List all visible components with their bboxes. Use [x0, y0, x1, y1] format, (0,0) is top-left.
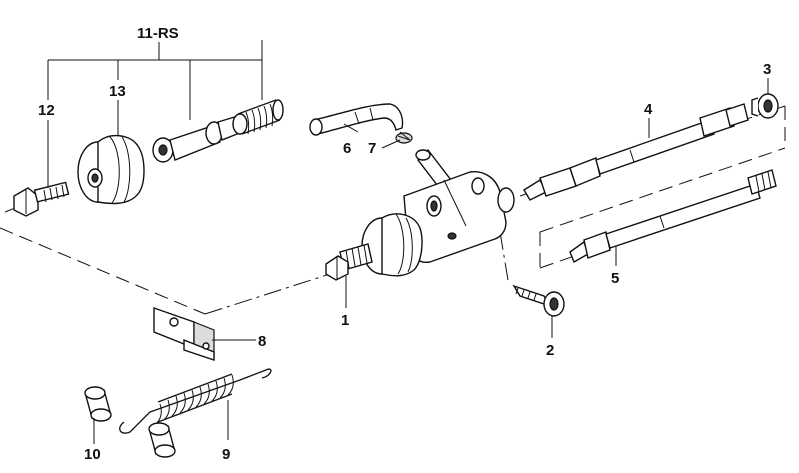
part-labels: 11-RS 12 13 3 4 6 7 5 1 2 8 10 9 [38, 25, 771, 463]
label-part-9: 9 [222, 446, 230, 463]
label-part-4: 4 [644, 101, 653, 118]
master-cylinder-1 [325, 148, 515, 281]
repair-kit-bracket [47, 40, 263, 120]
bolt-12 [13, 181, 70, 217]
label-part-7: 7 [368, 140, 376, 157]
rubber-boot-13 [77, 135, 145, 205]
label-part-13: 13 [109, 83, 126, 100]
piston-kit-11rs [152, 99, 284, 163]
label-part-5: 5 [611, 270, 619, 287]
pipe-line-5 [569, 169, 777, 264]
label-part-3: 3 [763, 61, 771, 78]
bolt-2 [512, 284, 565, 317]
grommet-3 [751, 93, 779, 119]
leader-lines [47, 78, 769, 444]
label-part-10: 10 [84, 446, 101, 463]
label-part-8: 8 [258, 333, 266, 350]
hose-6 [309, 103, 404, 136]
bushings-10 [84, 386, 176, 458]
label-part-6: 6 [343, 140, 351, 157]
pipe-line-4 [523, 103, 749, 201]
label-part-1: 1 [341, 312, 349, 329]
hose-clamp-7 [395, 131, 413, 144]
label-part-12: 12 [38, 102, 55, 119]
label-part-2: 2 [546, 342, 554, 359]
spring-9 [119, 368, 272, 434]
bracket-8 [153, 307, 215, 361]
label-part-11-rs: 11-RS [137, 25, 179, 42]
